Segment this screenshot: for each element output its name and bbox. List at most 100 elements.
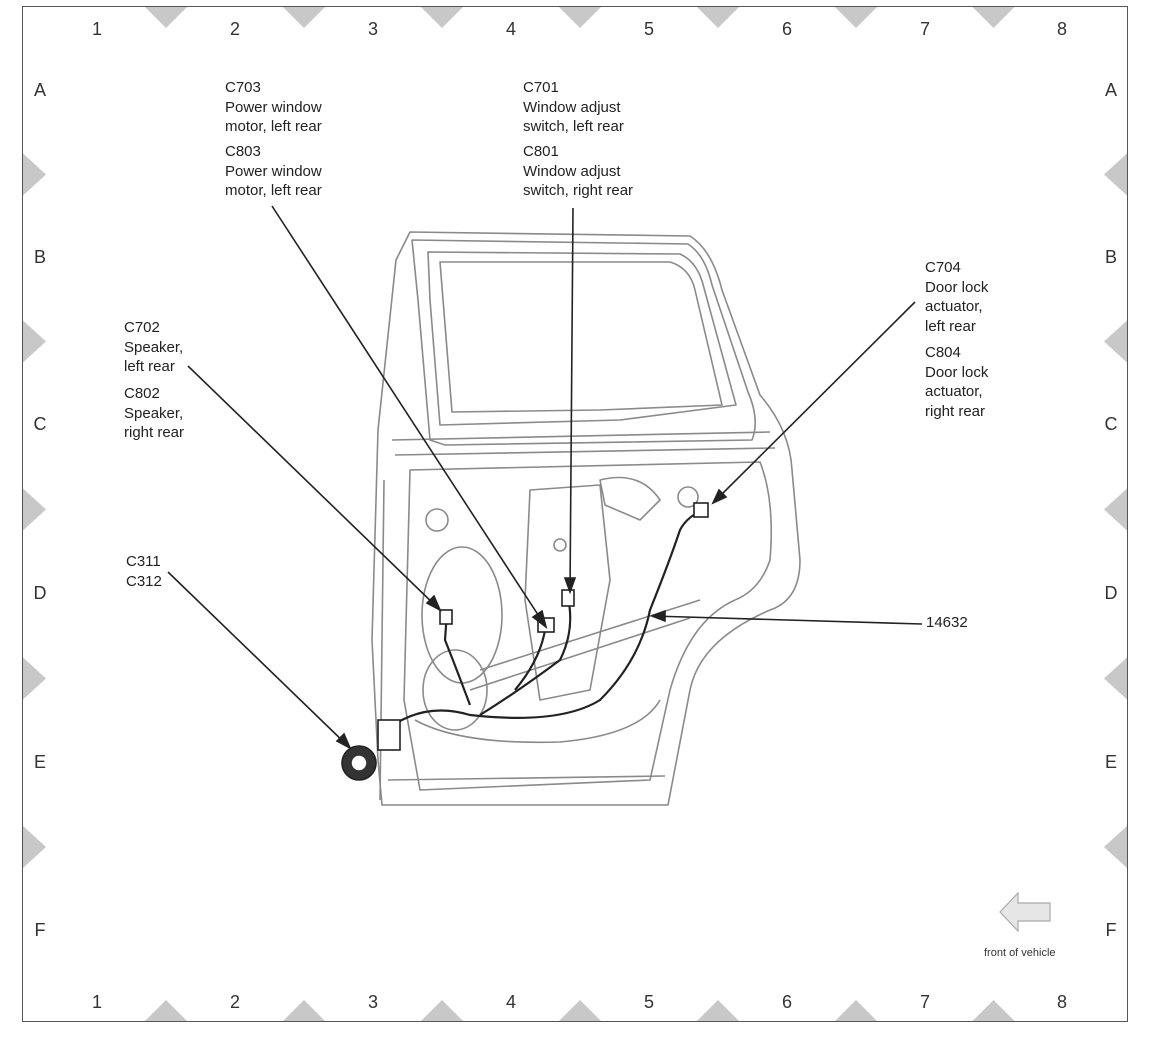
latch-hole: [677, 486, 699, 508]
grid-row-left-F: F: [34, 920, 46, 940]
tick-bottom-6: [972, 1000, 1015, 1021]
left-arrow-icon: [999, 891, 1051, 933]
mount-hole: [425, 508, 449, 532]
front-of-vehicle-label: front of vehicle: [984, 947, 1056, 959]
leader-lines: [167, 205, 923, 750]
callout-c802: C802 Speaker, right rear: [124, 385, 185, 441]
grid-row-left-C: C: [33, 414, 47, 434]
callout-c703: C703 Power window motor, left rear: [225, 79, 322, 135]
connector-c311-body: [377, 719, 401, 751]
grid-col-top-1: 1: [91, 19, 102, 39]
mount-hole-2: [553, 538, 567, 552]
hinge-edge: [379, 479, 385, 801]
border-tick-marks: [23, 7, 1127, 1021]
leader-c704-arrowhead: [711, 488, 728, 505]
tick-right-3: [1104, 657, 1127, 700]
tick-right-4: [1104, 826, 1127, 868]
tick-top-1: [283, 7, 325, 28]
grid-col-top-4: 4: [505, 19, 516, 39]
leader-c702: [187, 365, 441, 611]
speaker-cutout-lower: [422, 649, 488, 731]
grid-row-left-E: E: [33, 752, 46, 772]
callout-c803: C803 Power window motor, left rear: [225, 143, 322, 199]
grid-col-bottom-8: 8: [1056, 992, 1067, 1012]
lower-sill: [387, 775, 666, 781]
leader-c701-arrowhead: [563, 577, 577, 595]
harness-trunk: [379, 508, 706, 736]
tick-right-2: [1104, 488, 1127, 531]
door-outer-panel: [371, 231, 801, 806]
window-regulator: [524, 484, 611, 701]
grid-row-left-D: D: [33, 583, 47, 603]
callout-c704: C704 Door lock actuator, left rear: [925, 259, 989, 335]
tick-right-1: [1104, 320, 1127, 363]
rear-door-drawing: [371, 231, 801, 806]
connector-c702: [439, 609, 453, 625]
wiring-harness-14632: [379, 508, 706, 736]
tick-bottom-0: [145, 1000, 187, 1021]
tick-bottom-3: [559, 1000, 601, 1021]
grid-row-left-A: A: [33, 80, 46, 100]
grid-col-bottom-1: 1: [91, 992, 102, 1012]
tick-top-0: [145, 7, 187, 28]
tick-left-1: [23, 320, 46, 363]
trim-contour: [599, 476, 661, 521]
window-opening: [439, 261, 723, 413]
grid-row-right-B: B: [1104, 247, 1117, 267]
speaker-cutout: [421, 546, 503, 684]
belt-line: [391, 431, 771, 441]
callout-c311-c312: C311 C312: [126, 553, 162, 590]
leader-14632-arrowhead: [649, 609, 666, 623]
grid-col-bottom-4: 4: [505, 992, 516, 1012]
callout-c801: C801 Window adjust switch, right rear: [523, 143, 634, 199]
leader-c701: [569, 207, 574, 593]
grid-col-bottom-3: 3: [367, 992, 378, 1012]
tick-top-2: [421, 7, 463, 28]
grid-col-top-5: 5: [643, 19, 654, 39]
tick-left-2: [23, 488, 46, 531]
tick-left-0: [23, 153, 46, 196]
grid-col-bottom-7: 7: [919, 992, 930, 1012]
grid-row-right-F: F: [1105, 920, 1117, 940]
callout-c804: C804 Door lock actuator, right rear: [925, 344, 989, 420]
harness-branch-motor: [514, 629, 547, 691]
harness-branch-speaker: [443, 611, 472, 706]
grid-row-left-B: B: [33, 247, 46, 267]
tick-top-3: [559, 7, 601, 28]
grid-col-bottom-6: 6: [781, 992, 792, 1012]
tick-bottom-4: [697, 1000, 739, 1021]
tick-top-4: [697, 7, 739, 28]
leader-c311: [167, 571, 351, 749]
leader-c703-arrowhead: [531, 609, 548, 630]
connectors: [341, 502, 709, 781]
tick-bottom-1: [283, 1000, 325, 1021]
window-frame-inner: [427, 251, 737, 426]
tick-top-5: [835, 7, 877, 28]
inner-panel: [403, 461, 773, 791]
callout-c701: C701 Window adjust switch, left rear: [523, 79, 624, 135]
callout-harness-14632: 14632: [926, 614, 968, 631]
window-frame-outer: [411, 239, 756, 446]
grid-col-top-3: 3: [367, 19, 378, 39]
connector-c311-grommet-inner: [350, 754, 368, 772]
tick-left-3: [23, 657, 46, 700]
grid-col-bottom-5: 5: [643, 992, 654, 1012]
leader-14632: [651, 615, 923, 625]
grid-col-bottom-2: 2: [229, 992, 240, 1012]
harness-branch-switch: [479, 597, 572, 716]
leader-c703: [271, 205, 547, 628]
grid-row-right-A: A: [1104, 80, 1117, 100]
leader-c702-arrowhead: [425, 594, 442, 612]
tick-top-6: [972, 7, 1015, 28]
grid-row-right-E: E: [1104, 752, 1117, 772]
connector-c701: [561, 589, 575, 607]
tick-bottom-5: [835, 1000, 877, 1021]
tick-right-0: [1104, 153, 1127, 196]
grid-col-top-2: 2: [229, 19, 240, 39]
grid-col-top-6: 6: [781, 19, 792, 39]
inner-panel-lower: [414, 699, 661, 744]
grid-row-right-D: D: [1104, 583, 1118, 603]
tick-left-4: [23, 826, 46, 868]
grid-col-top-7: 7: [919, 19, 930, 39]
